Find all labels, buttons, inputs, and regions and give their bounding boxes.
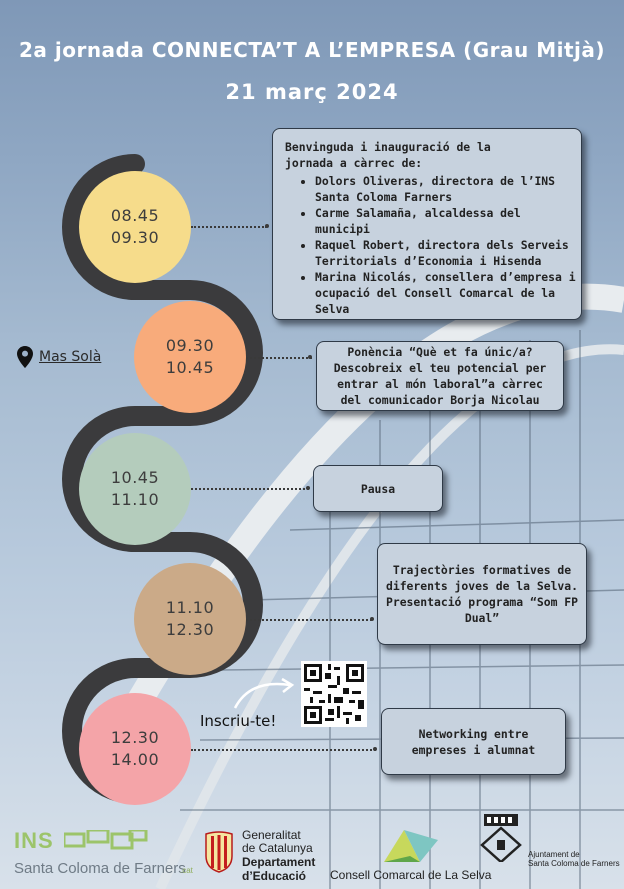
- connector-end-1: [265, 224, 269, 228]
- location[interactable]: Mas Solà: [17, 346, 101, 368]
- ins-logo-suffix: .cat: [180, 866, 193, 875]
- generalitat-line-2: de Catalunya: [242, 841, 313, 855]
- time-start-2: 09.30: [165, 336, 215, 355]
- connector-end-5: [373, 747, 377, 751]
- time-end-1: 09.30: [110, 228, 160, 247]
- consell-name: Consell Comarcal de La Selva: [330, 868, 492, 882]
- generalitat-line-1: Generalitat: [242, 828, 301, 842]
- event-title: 2a jornada CONNECTA’T A L’EMPRESA (Grau …: [18, 38, 606, 62]
- connector-4: [246, 619, 372, 621]
- session-1-intro: Benvinguda i inauguració de la jornada a…: [285, 140, 491, 170]
- time-start-3: 10.45: [110, 468, 160, 487]
- session-box-5: Networking entre empreses i alumnat: [381, 708, 566, 775]
- time-slot-2: 09.30 10.45: [134, 301, 246, 413]
- session-box-4: Trajectòries formatives de diferents jov…: [377, 543, 587, 645]
- time-start-1: 08.45: [110, 206, 160, 225]
- session-2-text: Ponència “Què et fa únic/a? Descobreix e…: [333, 345, 547, 407]
- connector-5: [191, 749, 376, 751]
- qr-code-icon[interactable]: [301, 661, 367, 727]
- generalitat-line-3: Departament: [242, 855, 316, 869]
- time-end-2: 10.45: [165, 358, 215, 377]
- event-date: 21 març 2024: [225, 80, 399, 104]
- speaker-4: Marina Nicolás, consellera d’empresa i o…: [315, 269, 581, 317]
- time-slot-5: 12.30 14.00: [79, 693, 191, 805]
- time-slot-3: 10.45 11.10: [79, 433, 191, 545]
- speaker-3: Raquel Robert, directora dels Serveis Te…: [315, 237, 581, 269]
- time-end-5: 14.00: [110, 750, 160, 769]
- ajuntament-crest-icon: [480, 814, 522, 862]
- arrow-icon: [233, 677, 295, 709]
- session-3-text: Pausa: [360, 481, 396, 496]
- connector-2: [246, 357, 312, 359]
- session-box-1: Benvinguda i inauguració de la jornada a…: [272, 128, 582, 320]
- qr-code-pattern: [301, 661, 367, 727]
- speaker-1: Dolors Oliveras, directora de l’INS Sant…: [315, 173, 581, 205]
- footer-logos: INS Santa Coloma de Farners .cat General…: [0, 814, 624, 889]
- ins-logo-name: Santa Coloma de Farners: [14, 860, 186, 877]
- generalitat-shield-icon: [205, 831, 233, 873]
- ajuntament-line-1: Ajuntament de: [528, 850, 580, 859]
- speaker-list: Dolors Oliveras, directora de l’INS Sant…: [285, 173, 581, 317]
- time-end-3: 11.10: [110, 490, 160, 509]
- session-5-text: Networking entre empreses i alumnat: [411, 726, 536, 757]
- generalitat-line-4: d’Educació: [242, 869, 307, 883]
- time-slot-1: 08.45 09.30: [79, 171, 191, 283]
- connector-end-2: [308, 355, 312, 359]
- connector-end-3: [306, 486, 310, 490]
- consell-leaf-icon: [384, 830, 438, 862]
- ins-logo-mark: INS: [14, 828, 54, 853]
- session-box-2: Ponència “Què et fa únic/a? Descobreix e…: [316, 341, 564, 411]
- time-start-5: 12.30: [110, 728, 160, 747]
- connector-1: [191, 226, 267, 228]
- location-label[interactable]: Mas Solà: [39, 349, 102, 365]
- session-4-text: Trajectòries formatives de diferents jov…: [385, 563, 579, 625]
- ins-logo-graphic: [64, 830, 148, 850]
- time-slot-4: 11.10 12.30: [134, 563, 246, 675]
- map-pin-icon: [17, 346, 33, 368]
- speaker-2: Carme Salamaña, alcaldessa del municipi: [315, 205, 581, 237]
- time-end-4: 12.30: [165, 620, 215, 639]
- time-start-4: 11.10: [165, 598, 215, 617]
- ajuntament-line-2: Santa Coloma de Farners: [528, 859, 620, 868]
- connector-end-4: [370, 617, 374, 621]
- session-box-3: Pausa: [313, 465, 443, 512]
- connector-3: [191, 488, 309, 490]
- signup-label[interactable]: Inscriu-te!: [200, 712, 277, 730]
